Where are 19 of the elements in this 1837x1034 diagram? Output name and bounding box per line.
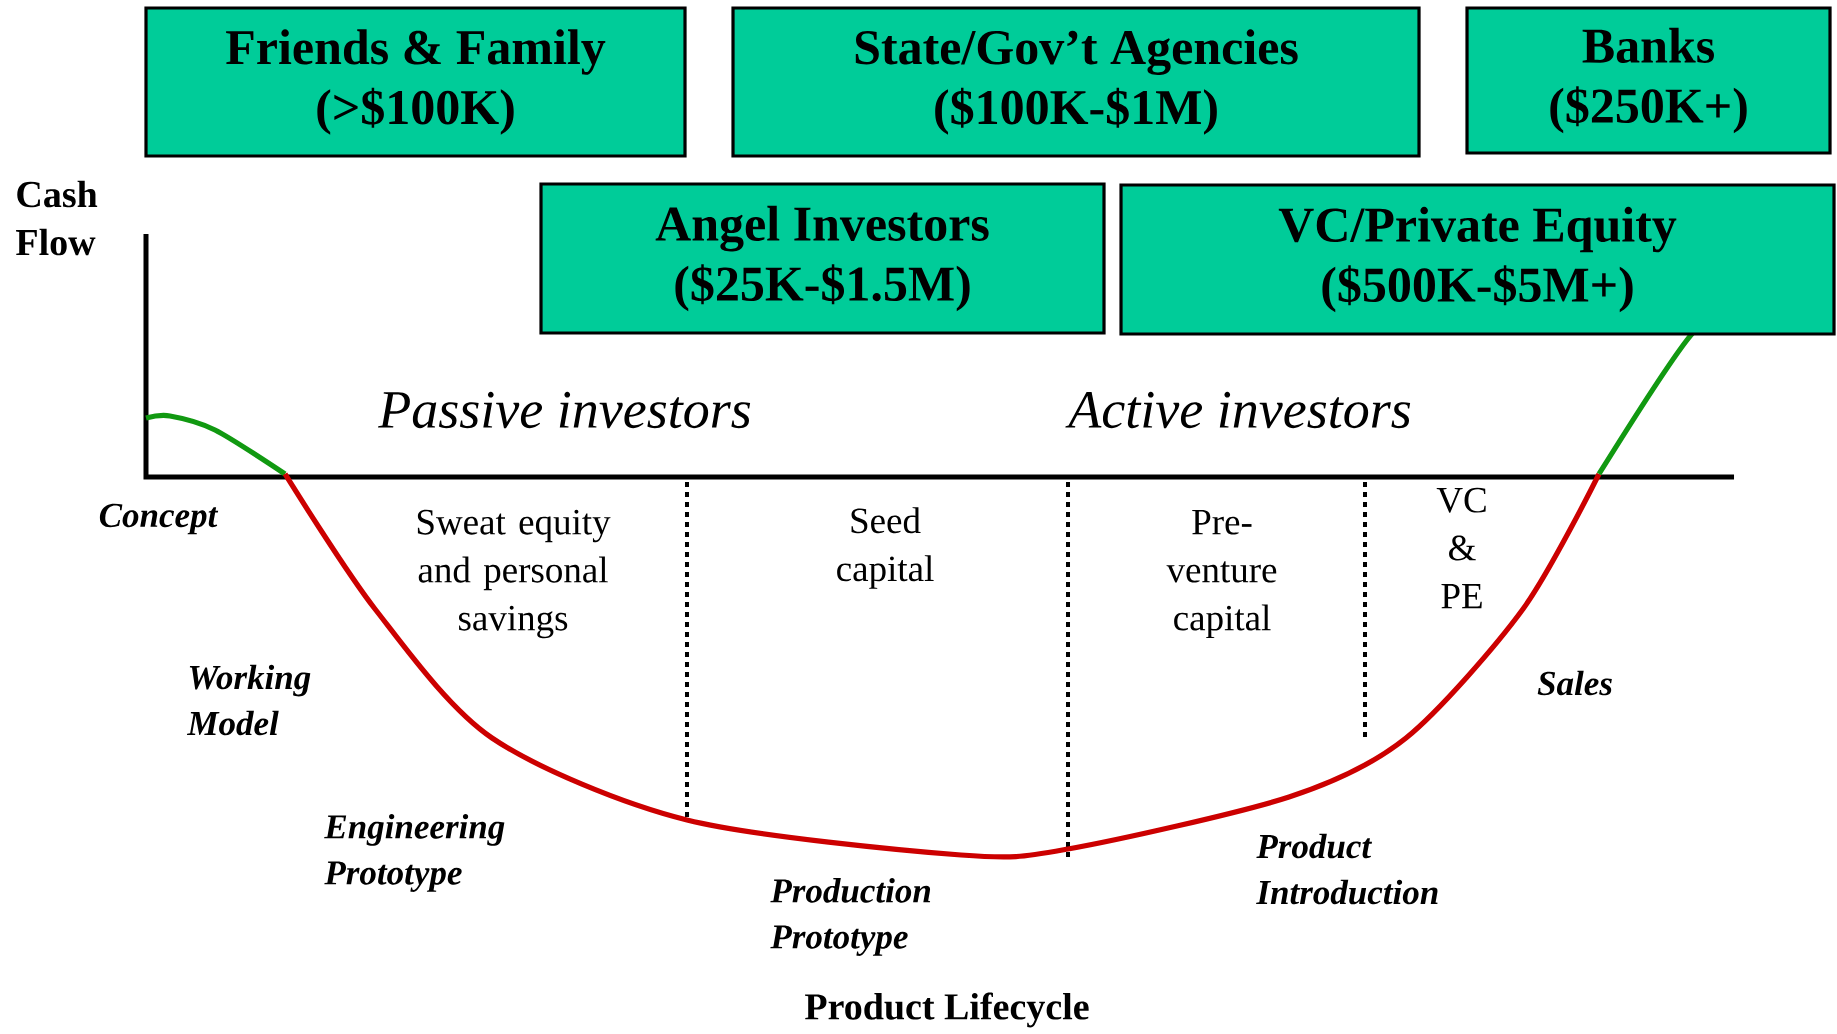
stage-label: Engineering Prototype	[324, 814, 505, 892]
funding-box: Angel Investors ($25K-$1.5M)	[539, 182, 1106, 335]
funding-box: State/Gov’t Agencies ($100K-$1M)	[731, 6, 1421, 158]
stage-label: Concept	[99, 503, 219, 535]
funding-label: Sweat equity and personal savings	[417, 509, 611, 639]
funding-label: Pre-venture capital	[1166, 509, 1277, 639]
funding-box: VC/Private Equity ($500K-$5M+)	[1119, 183, 1836, 336]
stage-label: Working Model	[186, 664, 311, 736]
stage-label: Sales	[1537, 670, 1612, 696]
axis-title: Product Lifecycle	[805, 992, 1089, 1028]
funding-label: Seed capital	[837, 507, 934, 589]
axis-title: Cash Flow	[16, 180, 98, 256]
stage-label: Product Introduction	[1256, 833, 1438, 905]
stage-label: Production Prototype	[770, 878, 931, 956]
funding-box: Friends & Family (>$100K)	[144, 6, 687, 158]
funding-box: Banks ($250K+)	[1465, 6, 1832, 155]
group-label: Active investors	[1065, 391, 1411, 429]
group-label: Passive investors	[378, 391, 751, 429]
funding-label: VC & PE	[1436, 487, 1486, 609]
